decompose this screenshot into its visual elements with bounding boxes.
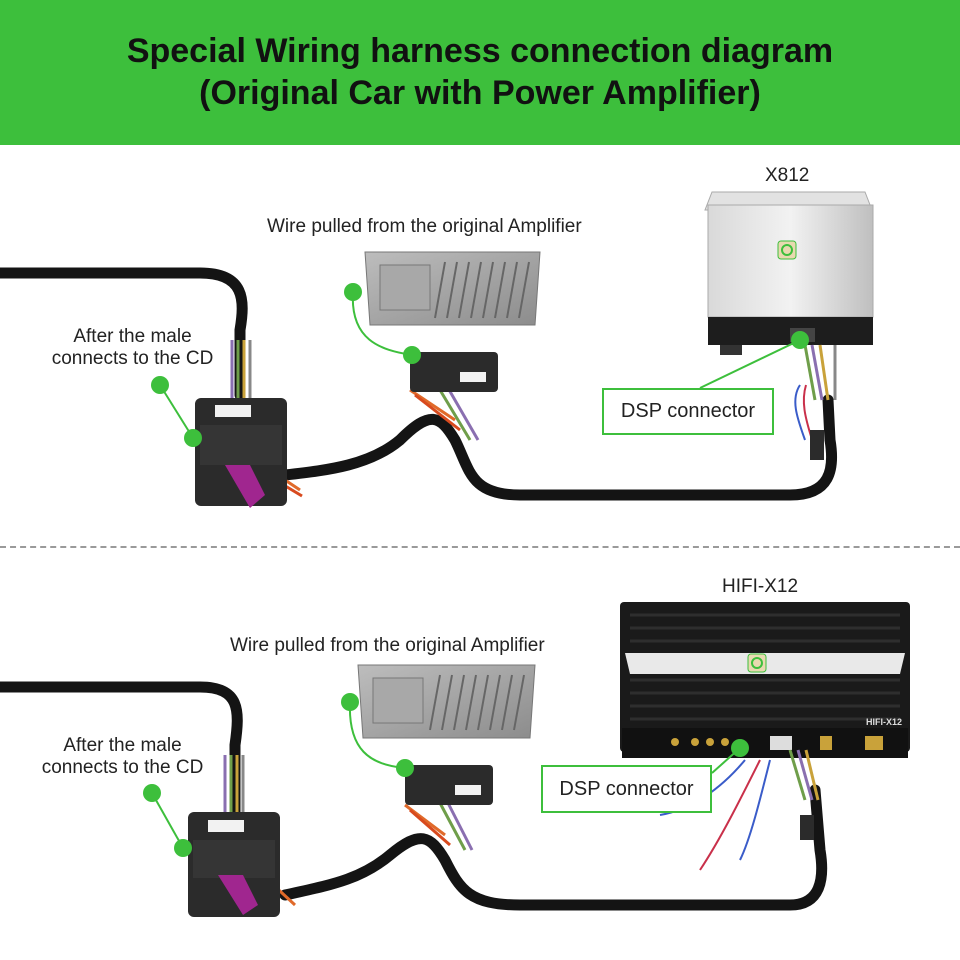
bottom-hifi-x12-device [620,602,910,758]
top-harness-cable [279,394,838,501]
bottom-original-amplifier [357,664,536,739]
top-cd-label-line2: connects to the CD [51,348,214,369]
bottom-cd-label-line2: connects to the CD [41,757,204,778]
bottom-harness-cable [279,784,828,911]
top-cd-label: After the male connects to the CD [30,326,235,370]
top-x812-wires [794,344,837,460]
top-pointers [159,291,801,439]
wiring-diagram [0,191,910,917]
bottom-pointer-dots [143,693,749,857]
top-section [0,191,874,508]
hifi-x12-badge: HIFI-X12 [866,717,903,727]
top-main-cable [0,267,248,401]
x812-device-label: X812 [765,165,810,186]
bottom-amp-label: Wire pulled from the original Amplifier [230,635,545,656]
top-pointer-dots [151,283,809,447]
bottom-dsp-label: DSP connector [559,777,694,800]
top-dsp-label: DSP connector [620,400,756,422]
title-banner: Special Wiring harness connection diagra… [0,0,960,145]
bottom-wire-bundle-amp [404,802,474,851]
bottom-dsp-connector-box: DSP connector [541,765,712,813]
bottom-main-cable [0,681,243,821]
top-original-amplifier [364,251,541,326]
top-wire-bundle-amp [409,387,480,441]
hifi-x12-device-label: HIFI-X12 [722,576,799,597]
top-cd-label-line1: After the male [73,326,192,347]
title-line-2: (Original Car with Power Amplifier) [199,74,761,112]
top-cd-connector [195,398,287,508]
section-divider [0,546,960,548]
top-amp-label: Wire pulled from the original Amplifier [267,216,582,237]
bottom-amp-connector [405,765,493,805]
top-x812-device [704,191,874,355]
bottom-cd-label: After the male connects to the CD [20,735,225,779]
bottom-cd-label-line1: After the male [63,735,182,756]
top-amp-connector [410,352,498,392]
top-dsp-connector-box: DSP connector [602,388,774,435]
bottom-cd-connector [188,812,280,917]
title-line-1: Special Wiring harness connection diagra… [126,32,834,70]
